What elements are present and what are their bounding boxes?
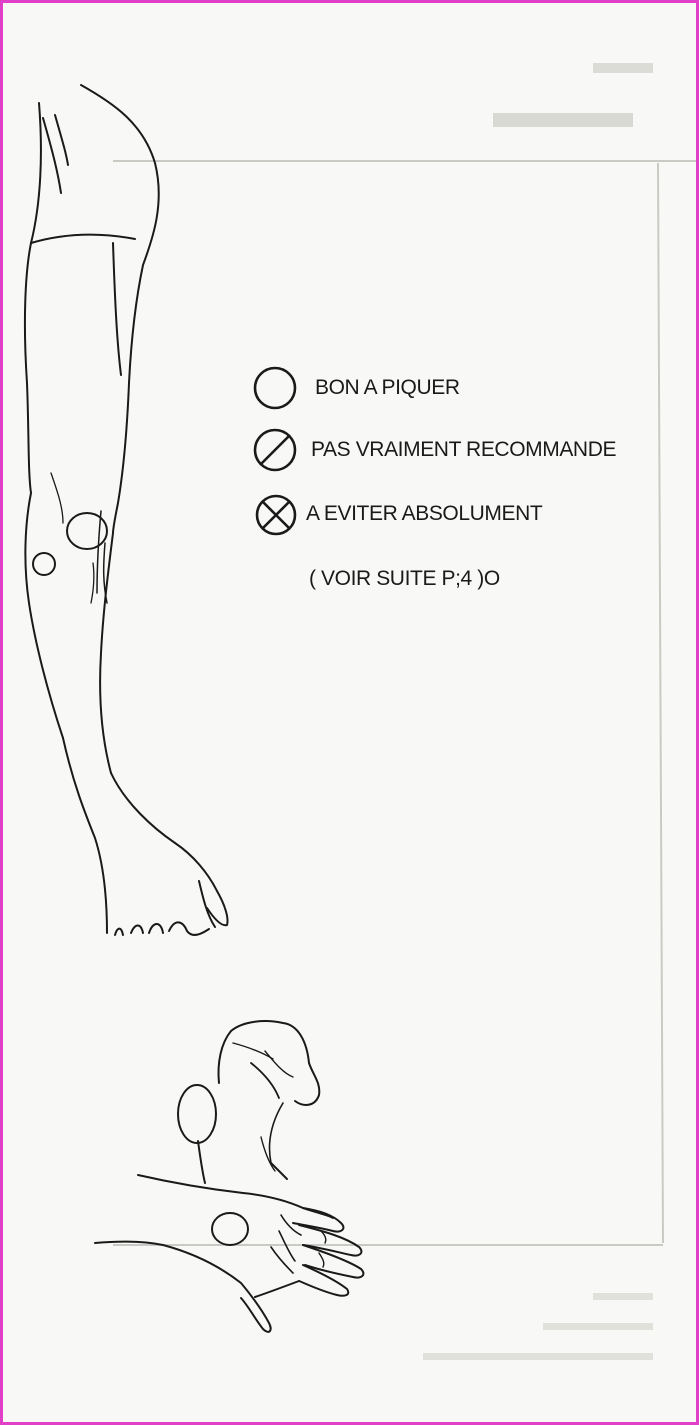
legend-label-good: BON A PIQUER [315,376,460,400]
site-good-inner [33,553,55,575]
show-through-text [593,1293,653,1300]
site-good-hand [212,1213,248,1245]
hand-drawing [95,1175,363,1332]
legend-label-avoid: A EVITER ABSOLUMENT [306,502,542,526]
continued-note: ( VOIR SUITE P;4 )O [309,567,500,591]
slashed-circle-icon [255,430,295,470]
fist-drawing [178,1021,319,1183]
site-good-fist [178,1085,216,1143]
crossed-circle-icon [257,496,295,534]
site-good-elbow [67,513,107,549]
show-through-text [543,1323,653,1330]
show-through-text [593,63,653,73]
legend-label-not-recommended: PAS VRAIMENT RECOMMANDE [311,438,616,462]
show-through-text [423,1353,653,1360]
show-through-marks [113,63,696,1360]
show-through-text [493,113,633,127]
injection-sites-illustration [3,3,696,1422]
legend-symbols [255,368,295,534]
open-circle-icon [255,368,295,408]
arm-drawing [25,85,228,935]
